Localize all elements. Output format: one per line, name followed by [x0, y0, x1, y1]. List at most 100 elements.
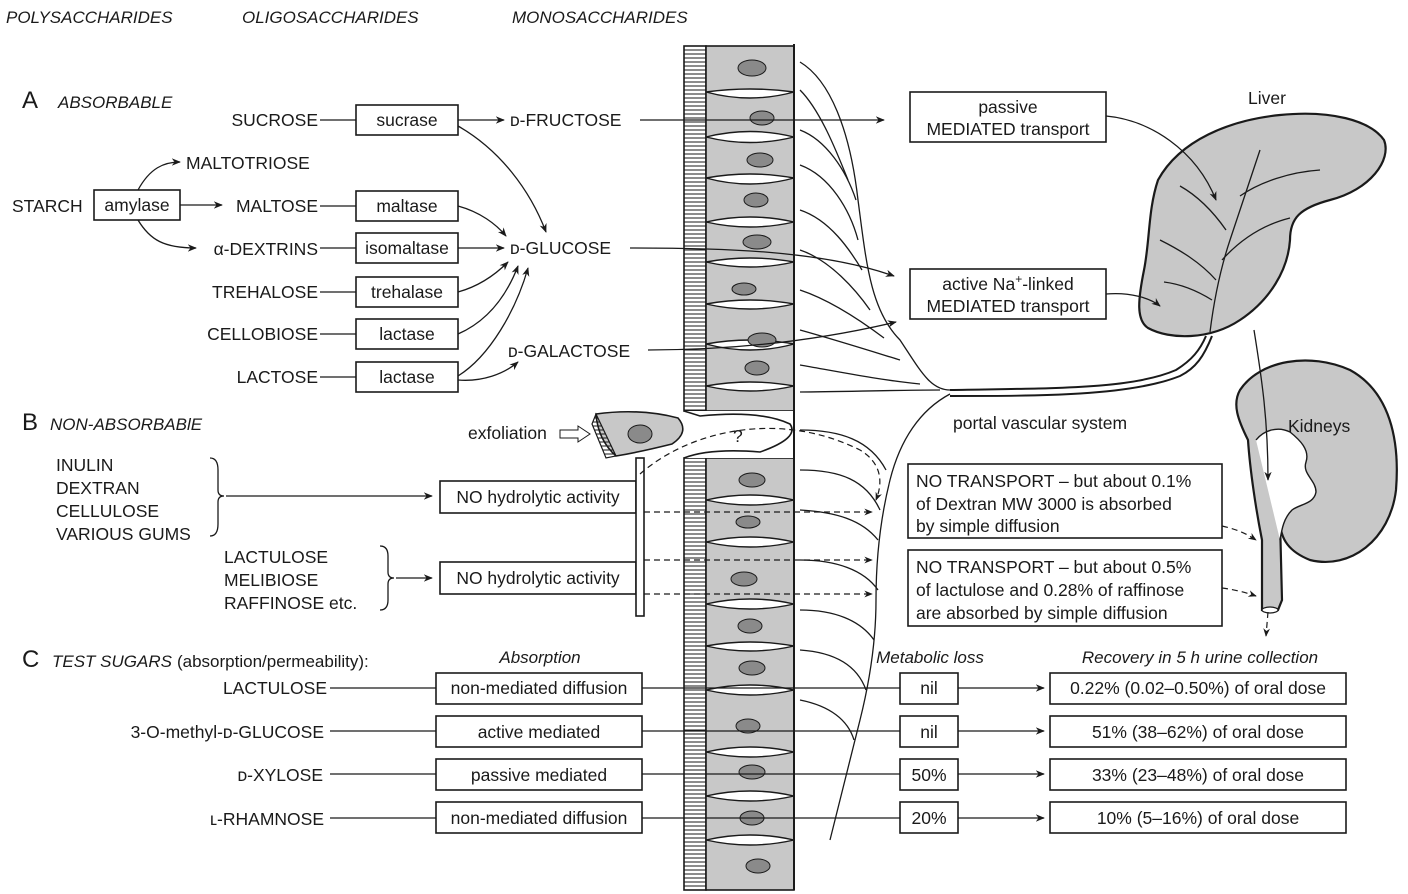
- enzyme-box-lactase-1: [355, 318, 459, 350]
- exfoliation-question-mark: ?: [733, 426, 743, 446]
- row-sugar: 3-O-methyl-ᴅ-GLUCOSE: [131, 722, 324, 742]
- row-recovery: 33% (23–48%) of oral dose: [1092, 765, 1304, 785]
- col-absorption-header: Absorption: [498, 648, 580, 667]
- barrier-bar: [635, 457, 645, 617]
- enzyme-box-trehalase: [355, 276, 459, 308]
- substrate-trehalose: TREHALOSE: [212, 282, 318, 302]
- liver-organ: [1138, 112, 1387, 338]
- substrate-cellobiose: CELLOBIOSE: [207, 324, 318, 344]
- row-recovery-box: [1049, 801, 1347, 834]
- group1-item-inulin: INULIN: [56, 455, 113, 475]
- row-loss-box: [899, 801, 959, 834]
- test-sugar-row: LACTULOSE non-mediated diffusion nil 0.2…: [223, 672, 1347, 705]
- maltotriose-label: MALTOTRIOSE: [186, 153, 310, 173]
- enzyme-box-isomaltase: [355, 232, 459, 264]
- exfoliation-label: exfoliation: [468, 423, 547, 443]
- note-lactulose-line1: NO TRANSPORT – but about 0.5%: [916, 557, 1191, 577]
- header-polysaccharides: POLYSACCHARIDES: [6, 8, 173, 27]
- enzyme-sucrase: sucrase: [376, 110, 437, 130]
- substrate-alpha-dextrins: α-DEXTRINS: [214, 239, 318, 259]
- col-metabolic-header: Metabolic loss: [876, 648, 984, 667]
- header-oligosaccharides: OLIGOSACCHARIDES: [242, 8, 419, 27]
- row-loss: nil: [920, 678, 938, 698]
- urine-out-arrow: [1263, 611, 1270, 637]
- group2-item-raffinose: RAFFINOSE etc.: [224, 593, 357, 613]
- kidney-organ: [1235, 359, 1398, 614]
- note-dextran-line3: by simple diffusion: [916, 516, 1060, 536]
- row-recovery-box: [1049, 715, 1347, 748]
- kidneys-label: Kidneys: [1288, 416, 1351, 436]
- test-sugar-row: ʟ-RHAMNOSE non-mediated diffusion 20% 10…: [210, 801, 1347, 834]
- note-box-dextran: [907, 463, 1223, 539]
- enzyme-box-lactase-2: [355, 361, 459, 393]
- row-recovery: 0.22% (0.02–0.50%) of oral dose: [1070, 678, 1326, 698]
- row-recovery: 51% (38–62%) of oral dose: [1092, 722, 1304, 742]
- no-hydrolytic-box-2: [439, 561, 637, 595]
- enzyme-box-sucrase: [355, 104, 459, 136]
- exfoliated-cell: [591, 410, 684, 459]
- col-recovery-header: Recovery in 5 h urine collection: [1082, 648, 1318, 667]
- passive-transport-line2: MEDIATED transport: [926, 119, 1089, 139]
- mono-d-galactose: ᴅ-GALACTOSE: [508, 341, 630, 361]
- section-a-letter: A: [22, 87, 38, 114]
- row-loss-box: [899, 715, 959, 748]
- row-recovery-box: [1049, 758, 1347, 791]
- liver-label: Liver: [1248, 88, 1286, 108]
- group1-brace: [209, 457, 225, 537]
- mono-d-glucose: ᴅ-GLUCOSE: [510, 238, 611, 258]
- note-lactulose-line3: are absorbed by simple diffusion: [916, 603, 1168, 623]
- row-absorption: non-mediated diffusion: [451, 678, 628, 698]
- group1-item-gums: VARIOUS GUMS: [56, 524, 191, 544]
- enzyme-lactase-2: lactase: [379, 367, 434, 387]
- row-absorption-box: [435, 758, 643, 791]
- note-dextran-line1: NO TRANSPORT – but about 0.1%: [916, 471, 1191, 491]
- active-transport-line1: active Na+-linked: [942, 272, 1074, 294]
- section-b-letter: B: [22, 409, 38, 436]
- section-c-letter: C: [22, 646, 39, 673]
- group2-item-melibiose: MELIBIOSE: [224, 570, 318, 590]
- row-absorption: passive mediated: [471, 765, 607, 785]
- section-b-title: NON-ABSORBABlE: [50, 415, 203, 434]
- row-absorption-box: [435, 672, 643, 705]
- row-loss: 20%: [911, 808, 946, 828]
- mono-d-fructose: ᴅ-FRUCTOSE: [510, 110, 621, 130]
- passive-transport-box: [909, 91, 1107, 143]
- test-sugar-row: 3-O-methyl-ᴅ-GLUCOSE active mediated nil…: [131, 715, 1347, 748]
- no-hydrolytic-label-2: NO hydrolytic activity: [456, 568, 620, 588]
- row-loss: 50%: [911, 765, 946, 785]
- row-sugar: ᴅ-XYLOSE: [237, 765, 323, 785]
- group1-item-cellulose: CELLULOSE: [56, 501, 159, 521]
- row-absorption: non-mediated diffusion: [451, 808, 628, 828]
- enzyme-isomaltase: isomaltase: [365, 238, 449, 258]
- note-lactulose-line2: of lactulose and 0.28% of raffinose: [916, 580, 1184, 600]
- row-recovery: 10% (5–16%) of oral dose: [1097, 808, 1299, 828]
- intestinal-wall: [683, 44, 795, 891]
- no-hydrolytic-box-1: [439, 480, 637, 514]
- exfoliation-arrow: [559, 425, 591, 443]
- group1-item-dextran: DEXTRAN: [56, 478, 140, 498]
- no-hydrolytic-label-1: NO hydrolytic activity: [456, 487, 620, 507]
- row-absorption: active mediated: [478, 722, 601, 742]
- passive-transport-line1: passive: [978, 97, 1037, 117]
- test-sugar-row: ᴅ-XYLOSE passive mediated 50% 33% (23–48…: [237, 758, 1347, 791]
- row-sugar: LACTULOSE: [223, 678, 327, 698]
- portal-vascular-system-label: portal vascular system: [953, 413, 1127, 433]
- substrate-sucrose: SUCROSE: [231, 110, 318, 130]
- section-c-title: TEST SUGARS(absorption/permeability):: [52, 652, 369, 671]
- substrate-maltose: MALTOSE: [236, 196, 318, 216]
- active-transport-box: [909, 268, 1107, 320]
- section-a-title: ABSORBABLE: [57, 93, 173, 112]
- group2-item-lactulose: LACTULOSE: [224, 547, 328, 567]
- row-loss-box: [899, 758, 959, 791]
- row-loss: nil: [920, 722, 938, 742]
- substrate-lactose: LACTOSE: [237, 367, 318, 387]
- note-box-lactulose: [907, 549, 1223, 627]
- starch-label: STARCH: [12, 196, 83, 216]
- liver-to-kidney-arrow: [1253, 329, 1272, 481]
- active-transport-line2: MEDIATED transport: [926, 296, 1089, 316]
- row-recovery-box: [1049, 672, 1347, 705]
- enzyme-maltase: maltase: [376, 196, 437, 216]
- enzyme-lactase-1: lactase: [379, 324, 434, 344]
- row-absorption-box: [435, 801, 643, 834]
